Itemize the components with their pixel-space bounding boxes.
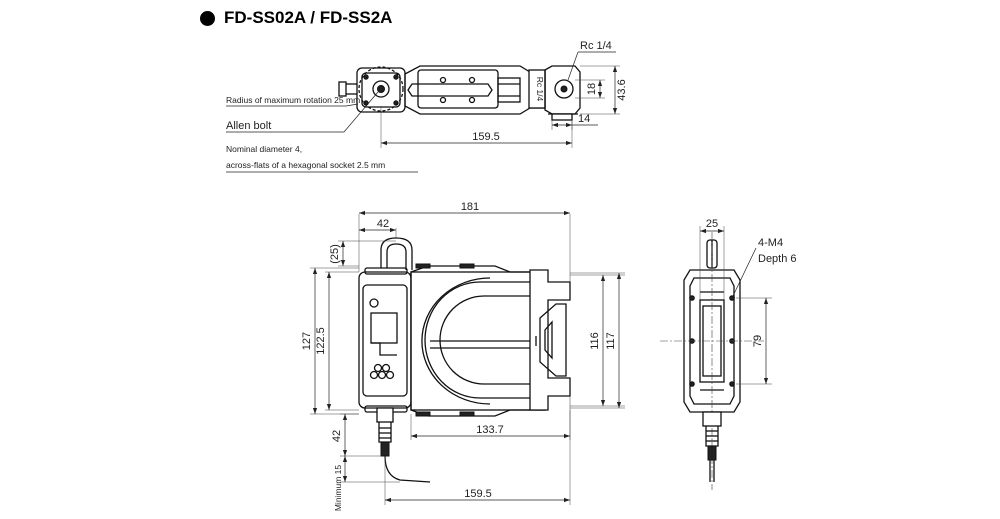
dim-14: 14 <box>578 113 590 125</box>
side-dim-79: 79 <box>752 335 764 347</box>
top-screw-2 <box>393 74 399 80</box>
side-view: 25 4-M4 Depth 6 79 <box>660 218 797 490</box>
side-dim-25: 25 <box>706 218 718 230</box>
figure-title: FD-SS02A / FD-SS2A <box>224 8 393 27</box>
dim-25-paren: (25) <box>329 244 341 264</box>
m4-hole-4 <box>729 381 735 387</box>
dim-181: 181 <box>461 201 479 213</box>
button-3-icon <box>377 370 387 380</box>
m4-hole-2 <box>729 295 735 301</box>
top-main-body <box>404 65 546 115</box>
button-1-icon <box>373 363 383 373</box>
note-radius: Radius of maximum rotation 25 mm <box>226 95 360 105</box>
top-view: Rc 1/4 Rc 1/4 43.6 18 14 159.5 <box>226 40 628 173</box>
dim-122-5: 122.5 <box>315 327 327 355</box>
bullet-icon <box>200 10 215 26</box>
front-cable-loop <box>380 237 413 270</box>
dim-42-side: 42 <box>331 430 343 442</box>
dim-18: 18 <box>586 83 598 95</box>
top-screw-1 <box>363 74 369 80</box>
dim-133-7: 133.7 <box>476 424 504 436</box>
note-nominal-2: across-flats of a hexagonal socket 2.5 m… <box>226 160 385 170</box>
dim-127: 127 <box>301 332 313 350</box>
dim-159-5-top: 159.5 <box>472 131 500 143</box>
rc-quarter-label: Rc 1/4 <box>580 40 612 52</box>
front-sensor-head <box>358 271 412 409</box>
note-4-m4: 4-M4 <box>758 237 783 249</box>
dim-43-6: 43.6 <box>616 79 628 100</box>
dim-minimum-15: Minimum 15 <box>333 465 343 512</box>
rc-port-icon <box>560 85 568 93</box>
button-2-icon <box>381 363 391 373</box>
m4-hole-3 <box>689 381 695 387</box>
top-right-fitting <box>544 65 581 115</box>
dim-116: 116 <box>589 332 601 350</box>
allen-bolt-head <box>377 85 385 93</box>
figure-heading: FD-SS02A / FD-SS2A <box>200 6 392 30</box>
m4-hole-1 <box>689 295 695 301</box>
note-depth-6: Depth 6 <box>758 253 797 265</box>
front-view: 181 42 (25) 127 122.5 116 117 133.7 <box>301 201 625 511</box>
note-allen-bolt: Allen bolt <box>226 120 271 132</box>
dim-159-5-bottom: 159.5 <box>464 488 492 500</box>
dim-42-top: 42 <box>377 218 389 230</box>
front-right-fitting <box>529 269 571 411</box>
front-cable-tail <box>384 455 431 483</box>
note-nominal-1: Nominal diameter 4, <box>226 144 302 154</box>
top-port-label: Rc 1/4 <box>535 77 545 102</box>
dim-117: 117 <box>605 332 617 350</box>
